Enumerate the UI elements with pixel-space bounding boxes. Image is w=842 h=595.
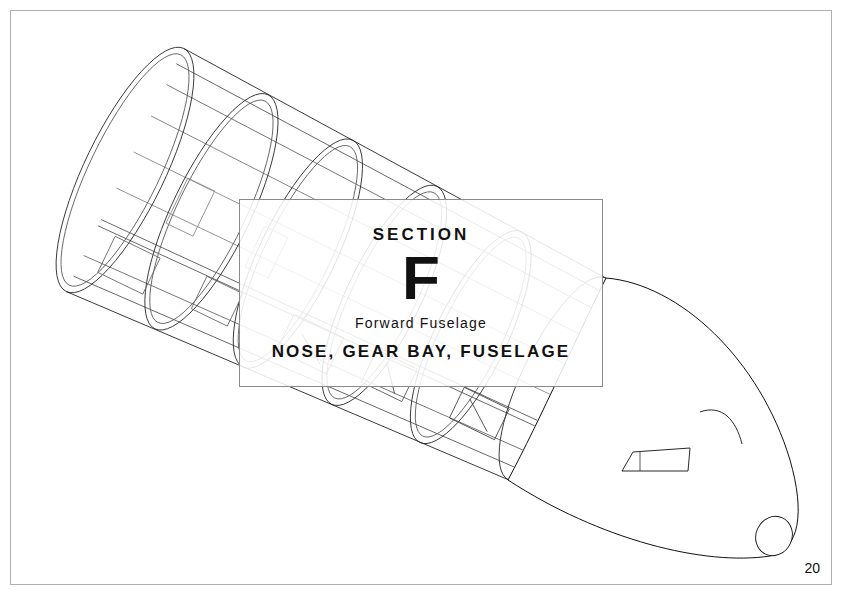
cockpit-window-side <box>700 410 742 444</box>
cockpit-window <box>622 448 690 471</box>
page-border <box>11 11 832 585</box>
nose-tip <box>749 510 799 561</box>
section-heading: Forward Fuselage <box>355 315 487 333</box>
section-title-box: SECTIONF Forward FuselageNOSE, GEAR BAY, … <box>239 199 603 387</box>
page-number: 20 <box>804 560 820 576</box>
section-heading: NOSE, GEAR BAY, FUSELAGE <box>272 341 571 362</box>
section-letter: F <box>402 247 440 309</box>
window-frame <box>640 452 641 471</box>
section-heading: SECTION <box>373 224 470 245</box>
